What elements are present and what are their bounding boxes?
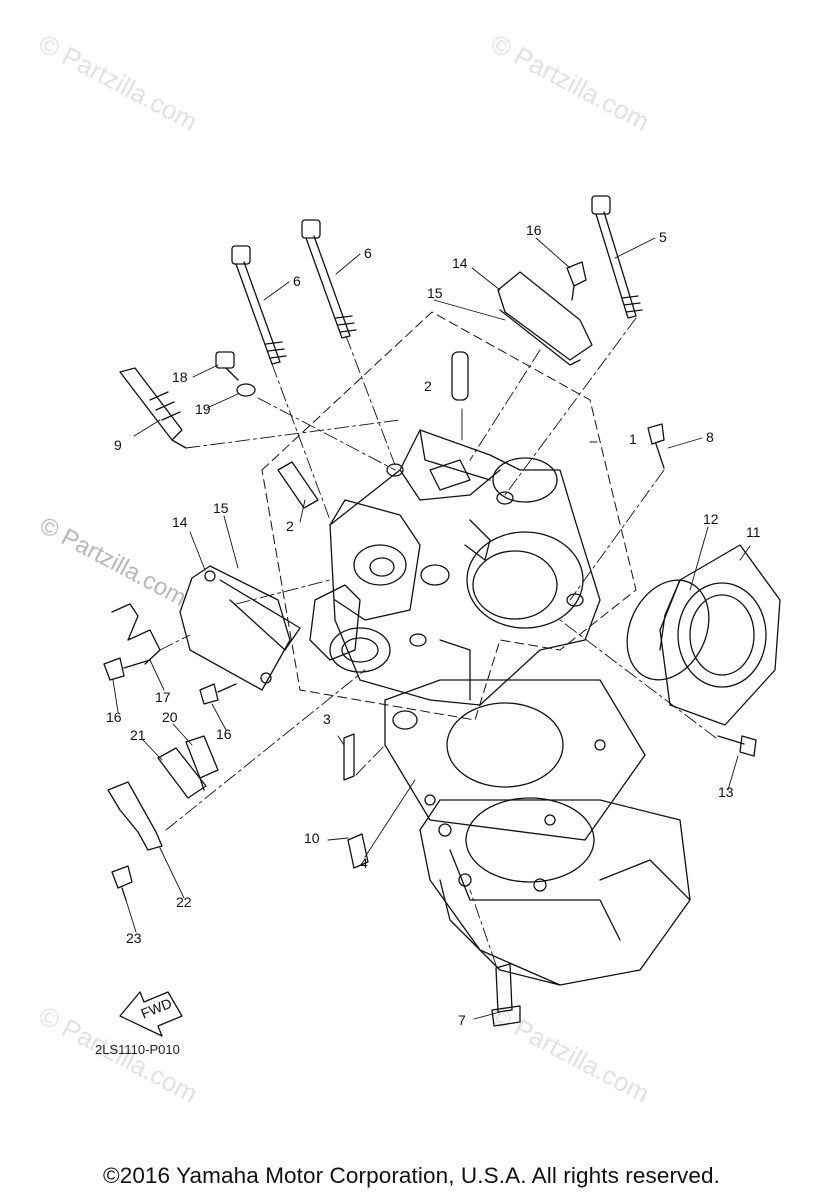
bolt-8 [647,423,665,469]
callout-7: 7 [458,1012,466,1028]
bolt-5 [591,195,643,319]
callout-15-top: 15 [427,285,443,301]
callout-13: 13 [718,784,734,800]
leader-lines [159,317,717,966]
callout-18: 18 [172,369,188,385]
diagram-code: 2LS1110-P010 [95,1042,180,1057]
bolt-18 [215,351,239,381]
callout-leaders [112,237,751,1020]
bracket-17 [111,603,161,665]
head-gasket [384,679,646,841]
callout-22: 22 [176,894,192,910]
callout-17: 17 [155,689,171,705]
copyright-notice: ©2016 Yamaha Motor Corporation, U.S.A. A… [103,1163,720,1188]
callout-6b: 6 [293,273,301,289]
callout-14-top: 14 [452,255,468,271]
stud-3 [343,733,355,781]
pipe-22 [107,781,163,851]
bolt-7 [491,963,521,1027]
cover-top [497,271,593,366]
callout-9: 9 [114,437,122,453]
callout-8: 8 [706,429,714,445]
bolt-16-mid [199,683,237,705]
callout-5: 5 [659,229,667,245]
cylinder [419,797,691,986]
fwd-label: FWD [138,995,174,1022]
nut-10 [347,833,369,869]
callout-11: 11 [746,524,761,540]
callout-16-top: 16 [526,222,542,238]
callout-16-mid: 16 [216,726,232,742]
callout-19: 19 [195,401,211,417]
plate-21 [157,747,207,799]
washer-19 [236,383,256,397]
intake-boot [659,544,781,726]
callout-12: 12 [703,511,719,527]
bolt-6b [231,245,287,365]
callout-6a: 6 [364,245,372,261]
callout-15-left: 15 [213,500,229,516]
bolt-23 [111,865,133,901]
bolt-13 [717,735,757,757]
callout-4: 4 [360,855,368,871]
callout-23: 23 [126,930,142,946]
callout-21: 21 [130,727,146,743]
callout-2-left: 2 [286,518,294,534]
spark-plug [119,367,187,449]
bolt-16-left [103,657,151,681]
cylinder-head [309,429,601,706]
o-ring-12 [626,579,710,681]
assembly-outline [261,311,637,721]
callout-20: 20 [162,709,178,725]
valve-guide-top [451,351,469,401]
bolt-6a [301,219,357,339]
callout-14-left: 14 [172,514,188,530]
callout-3: 3 [323,711,331,727]
callout-2-top: 2 [424,378,432,394]
bolt-16-top [566,261,587,301]
callout-1: 1 [629,431,637,447]
callout-16-left: 16 [106,709,122,725]
valve-guide-left [277,461,319,509]
fwd-arrow-icon: FWD [119,991,183,1037]
callout-10: 10 [304,830,320,846]
cover-left [179,565,301,691]
